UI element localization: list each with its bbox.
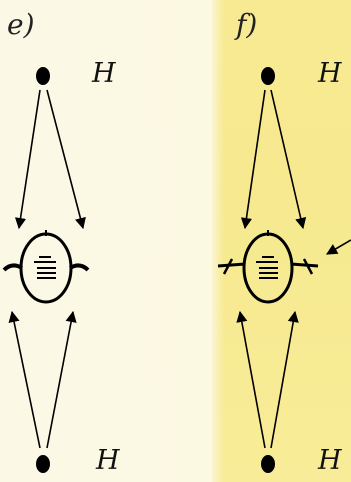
arrow-e-bottom-left (12, 312, 40, 448)
arrow-f-top-right (271, 90, 303, 228)
source-dot-e-top (36, 67, 50, 85)
arrow-f-top-left (245, 90, 265, 228)
pointer-arrow-f (327, 240, 351, 254)
arrow-e-bottom-right (47, 312, 73, 448)
diagram-f (218, 67, 351, 473)
source-dot-f-bottom (261, 455, 275, 473)
figure-f (218, 230, 318, 302)
source-dot-f-top (261, 67, 275, 85)
source-dot-e-bottom (36, 455, 50, 473)
arrow-e-top-left (19, 90, 40, 228)
figure-e (4, 230, 88, 302)
arrow-e-top-right (47, 90, 83, 228)
diagram-e (4, 67, 88, 473)
arrow-f-bottom-right (271, 312, 295, 448)
arrow-f-bottom-left (240, 312, 265, 448)
